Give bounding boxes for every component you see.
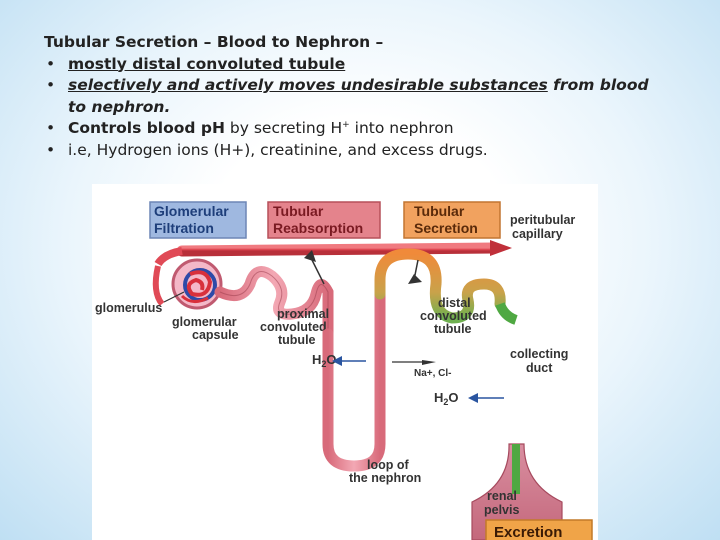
bullet-2-text-b: from blood xyxy=(547,76,649,94)
reabsorption-arrow-icon xyxy=(304,250,316,262)
nephron-diagram: Glomerular Filtration Tubular Reabsorpti… xyxy=(92,184,598,540)
bullet-dot: • xyxy=(46,140,56,159)
tubular-secretion-label-2: Secretion xyxy=(414,220,478,236)
water-label-right: H2O xyxy=(434,390,459,407)
tubular-reabsorption-label-2: Reabsorption xyxy=(273,220,363,236)
capsule-label-1: glomerular xyxy=(172,315,237,329)
tubular-reabsorption-label-1: Tubular xyxy=(273,203,324,219)
peritubular-label-1: peritubular xyxy=(510,213,575,227)
secretion-arrow-icon xyxy=(408,274,422,284)
peritubular-capillary xyxy=(176,242,500,257)
capillary-loop xyxy=(152,265,165,306)
excretion-box xyxy=(485,519,593,540)
water-arrow-right-icon xyxy=(468,393,478,403)
tubular-reabsorption-box xyxy=(267,201,381,239)
water-arrow-left-icon xyxy=(332,356,342,366)
capsule-label-2: capsule xyxy=(192,328,239,342)
loop-label-1: loop of xyxy=(367,458,409,472)
pct-label-1: proximal xyxy=(277,307,329,321)
tubular-secretion-box xyxy=(403,201,501,239)
slide-text: Tubular Secretion – Blood to Nephron – •… xyxy=(44,32,694,161)
bullet-2-continuation: to nephron. xyxy=(68,97,171,116)
bullet-3-text-b: by secreting H xyxy=(224,119,343,137)
bullet-ph-control: • Controls blood pH by secreting H+ into… xyxy=(44,118,694,140)
bullet-1-text: mostly distal convoluted tubule xyxy=(68,54,346,73)
bullet-examples: • i.e, Hydrogen ions (H+), creatinine, a… xyxy=(44,140,694,162)
dct-label-2: convoluted xyxy=(420,309,487,323)
bullet-dot: • xyxy=(46,119,56,137)
glomerular-filtration-label-2: Filtration xyxy=(154,220,214,236)
bullet-3-text-a: Controls blood pH xyxy=(68,119,225,137)
nephron-diagram-svg: Glomerular Filtration Tubular Reabsorpti… xyxy=(95,201,593,540)
tubular-secretion-label-1: Tubular xyxy=(414,203,465,219)
collecting-label-1: collecting xyxy=(510,347,568,361)
na-cl-label: Na+, Cl- xyxy=(414,368,452,379)
slide-title: Tubular Secretion – Blood to Nephron – xyxy=(44,33,384,51)
dct-label-3: tubule xyxy=(434,322,472,336)
bullet-3-text-c: into nephron xyxy=(349,119,454,137)
bullet-dot: • xyxy=(46,76,56,94)
pct-label-3: tubule xyxy=(278,333,316,347)
collecting-label-2: duct xyxy=(526,361,553,375)
pelvis-label-2: pelvis xyxy=(484,503,519,517)
pct-label-2: convoluted xyxy=(260,320,327,334)
loop-label-2: the nephron xyxy=(349,471,421,485)
distal-tubule xyxy=(374,248,506,324)
glomerulus-pointer xyxy=(163,291,185,303)
bullet-2-text-a: selectively and actively moves undesirab… xyxy=(68,76,548,94)
capillary-afferent xyxy=(154,247,183,267)
peritubular-label-2: capillary xyxy=(512,227,563,241)
dct-label-1: distal xyxy=(438,296,471,310)
bullet-selective-movement: • selectively and actively moves undesir… xyxy=(44,75,694,97)
dct-to-duct-connection xyxy=(495,302,518,325)
excretion-label: Excretion xyxy=(494,524,562,540)
water-label-left: H2O xyxy=(312,352,337,369)
bullet-dot: • xyxy=(46,54,56,73)
loop-of-nephron xyxy=(322,288,386,472)
glomerular-filtration-box xyxy=(149,201,247,239)
bullet-distal-tubule: • mostly distal convoluted tubule xyxy=(44,54,694,76)
glomerulus-icon xyxy=(171,258,223,310)
bullet-4-text: i.e, Hydrogen ions (H+), creatinine, and… xyxy=(68,140,488,159)
pelvis-label-1: renal xyxy=(487,489,517,503)
na-cl-arrow-icon xyxy=(422,360,436,365)
bullet-3-sup: + xyxy=(342,119,350,130)
glomerular-filtration-label-1: Glomerular xyxy=(154,203,229,219)
capillary-arrow-icon xyxy=(490,240,512,256)
glomerulus-label: glomerulus xyxy=(95,301,162,315)
